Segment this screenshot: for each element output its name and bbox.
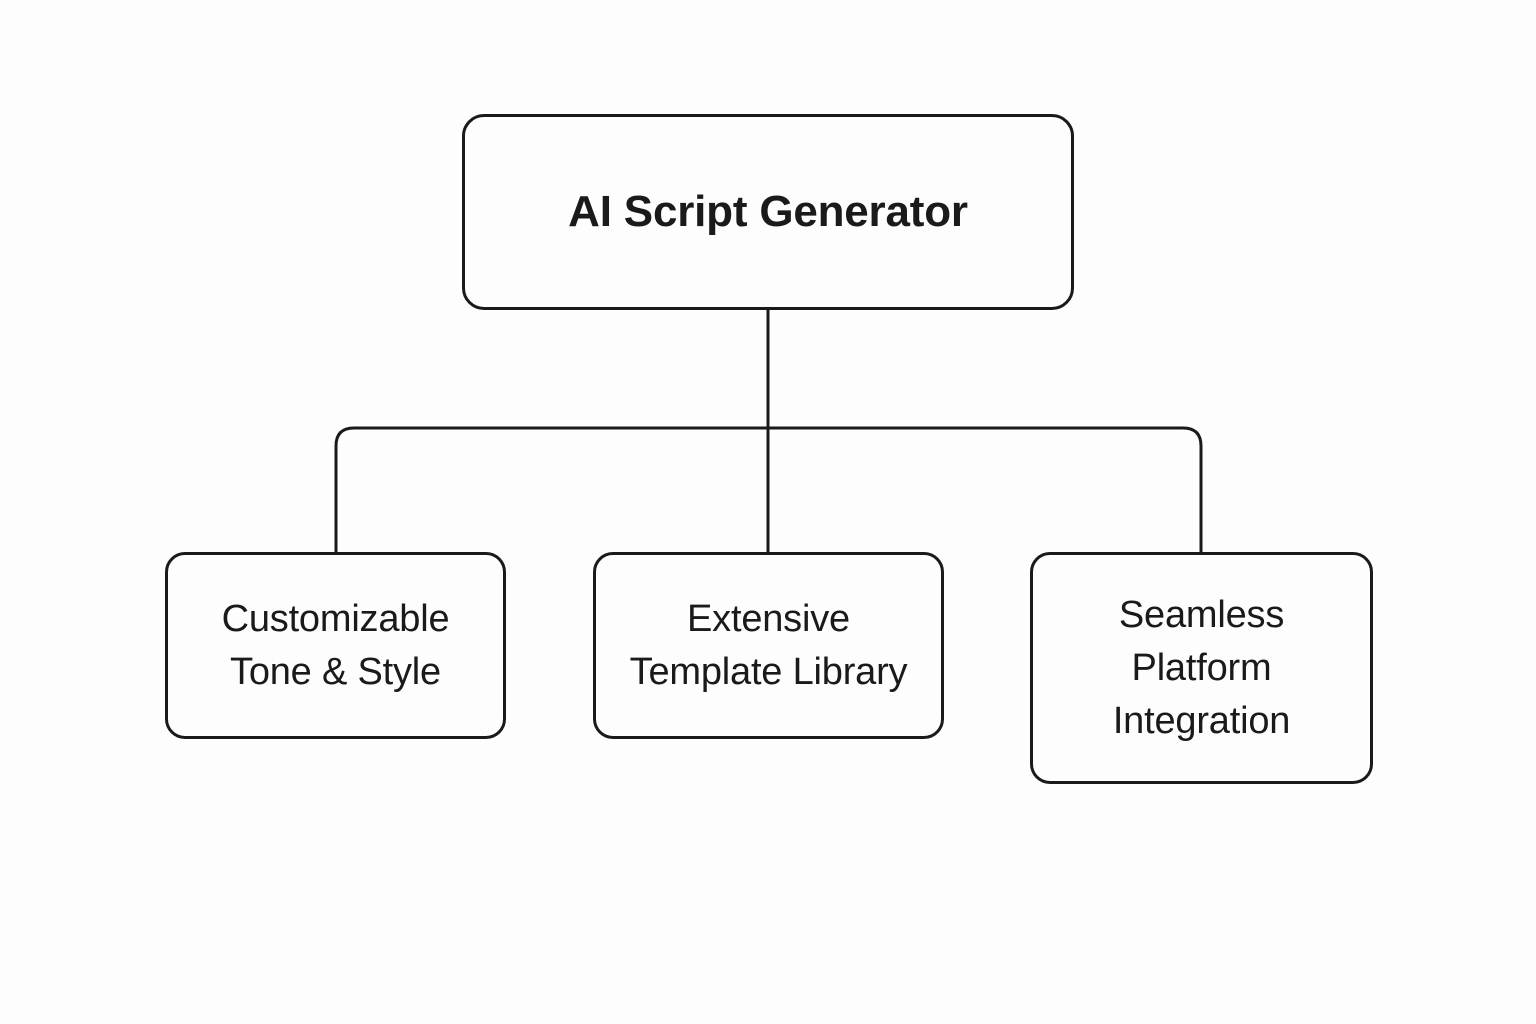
connector-root-to-right — [768, 426, 1203, 552]
node-root-ai-script-generator[interactable]: AI Script Generator — [462, 114, 1074, 310]
node-child-customizable-tone-and-style[interactable]: Customizable Tone & Style — [165, 552, 506, 739]
node-child-label: Customizable Tone & Style — [221, 597, 450, 693]
node-child-extensive-template-library[interactable]: Extensive Template Library — [593, 552, 944, 739]
connector-root-to-left — [334, 426, 768, 552]
node-child-label: Seamless Platform Integration — [1112, 593, 1291, 742]
node-child-seamless-platform-integration[interactable]: Seamless Platform Integration — [1030, 552, 1373, 784]
node-child-label: Extensive Template Library — [629, 597, 908, 693]
node-root-label: AI Script Generator — [568, 187, 968, 236]
